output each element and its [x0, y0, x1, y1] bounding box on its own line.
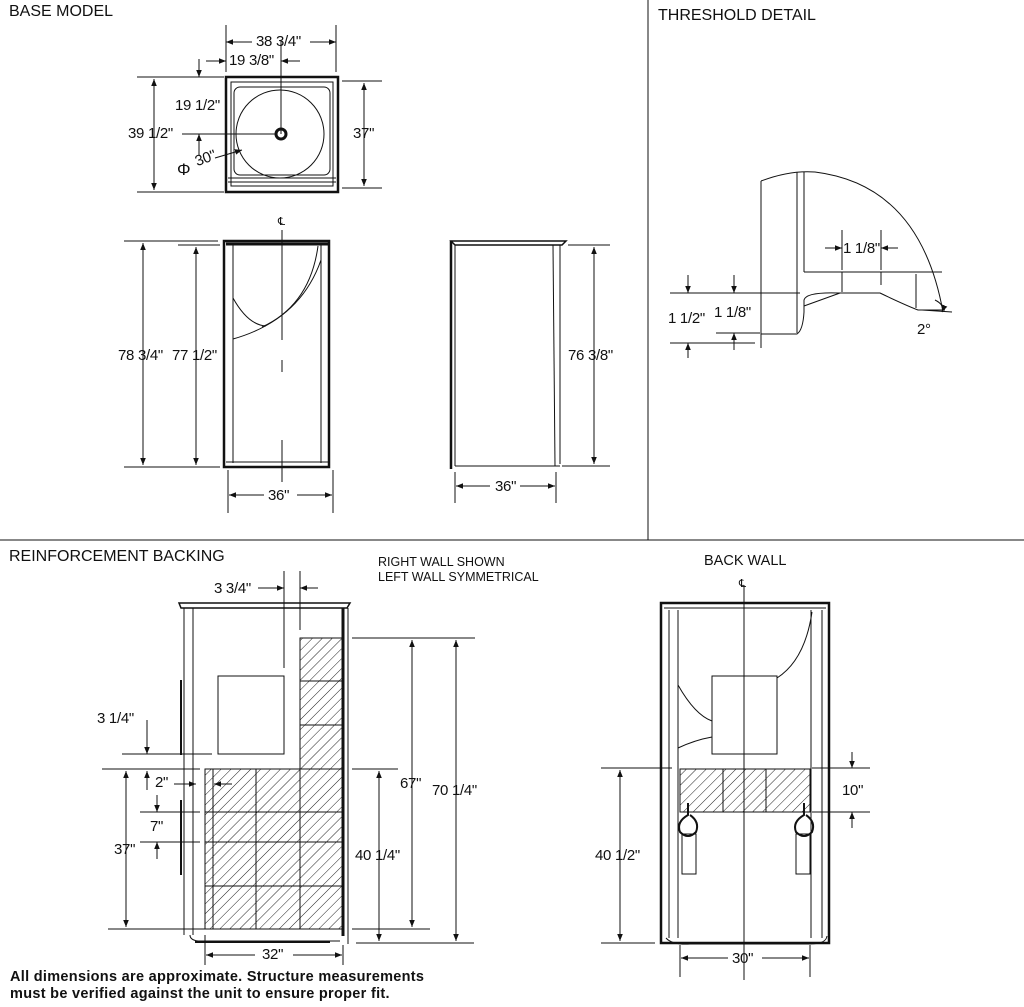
dim-rb-width: 32": [262, 946, 284, 963]
back-wall-view: [601, 585, 870, 980]
dim-threshold-height-inner: 1 1/8": [714, 304, 751, 321]
dim-rb-side-gap: 2": [155, 774, 169, 791]
footer-line-1: All dimensions are approximate. Structur…: [10, 969, 425, 985]
side-view: [449, 240, 610, 503]
section-title-base-model: BASE MODEL: [9, 3, 114, 20]
dim-plan-depth-inner: 37": [353, 125, 375, 142]
dim-rb-window-gap: 3 1/4": [97, 710, 134, 727]
dim-bw-height: 40 1/2": [595, 847, 640, 864]
footer-disclaimer: All dimensions are approximate. Structur…: [10, 969, 424, 1003]
dim-front-width: 36": [268, 487, 290, 504]
threshold-view: [670, 171, 953, 358]
dim-threshold-width: 1 1/8": [843, 240, 880, 257]
dim-side-width: 36": [495, 478, 517, 495]
centerline-icon: ℄: [278, 216, 286, 228]
dim-side-height: 76 3/8": [568, 347, 613, 364]
dim-front-height-outer: 78 3/4": [118, 347, 163, 364]
dim-plan-width-outer: 38 3/4": [256, 33, 301, 50]
dim-rb-lower-height: 37": [114, 841, 136, 858]
section-title-back-wall: BACK WALL: [704, 553, 787, 569]
note-right-wall: RIGHT WALL SHOWN: [378, 555, 505, 569]
front-view: [124, 230, 334, 513]
dim-rb-total-height: 70 1/4": [432, 782, 477, 799]
centerline-icon: ℄: [739, 578, 747, 590]
section-title-reinforcement-backing: REINFORCEMENT BACKING: [9, 548, 225, 565]
dim-front-height-inner: 77 1/2": [172, 347, 217, 364]
dim-threshold-angle: 2°: [917, 321, 931, 338]
reinforcement-view: [102, 571, 475, 965]
dim-plan-drain-offset-y: 19 1/2": [175, 97, 220, 114]
dim-bw-band-height: 10": [842, 782, 864, 799]
plan-view: [137, 25, 382, 194]
dim-rb-top-offset: 3 3/4": [214, 580, 251, 597]
diameter-icon: Φ: [177, 160, 191, 179]
dim-plan-depth-outer: 39 1/2": [128, 125, 173, 142]
section-title-threshold-detail: THRESHOLD DETAIL: [658, 7, 816, 24]
dim-rb-panel-height: 40 1/4": [355, 847, 400, 864]
note-left-wall: LEFT WALL SYMMETRICAL: [378, 570, 539, 584]
dim-plan-drain-offset-x: 19 3/8": [229, 52, 274, 69]
footer-line-2: must be verified against the unit to ens…: [10, 986, 390, 1002]
dim-rb-upper-height: 67": [400, 775, 422, 792]
dim-rb-grab-gap: 7": [150, 818, 164, 835]
dim-bw-width: 30": [732, 950, 754, 967]
dim-threshold-height-outer: 1 1/2": [668, 310, 705, 327]
